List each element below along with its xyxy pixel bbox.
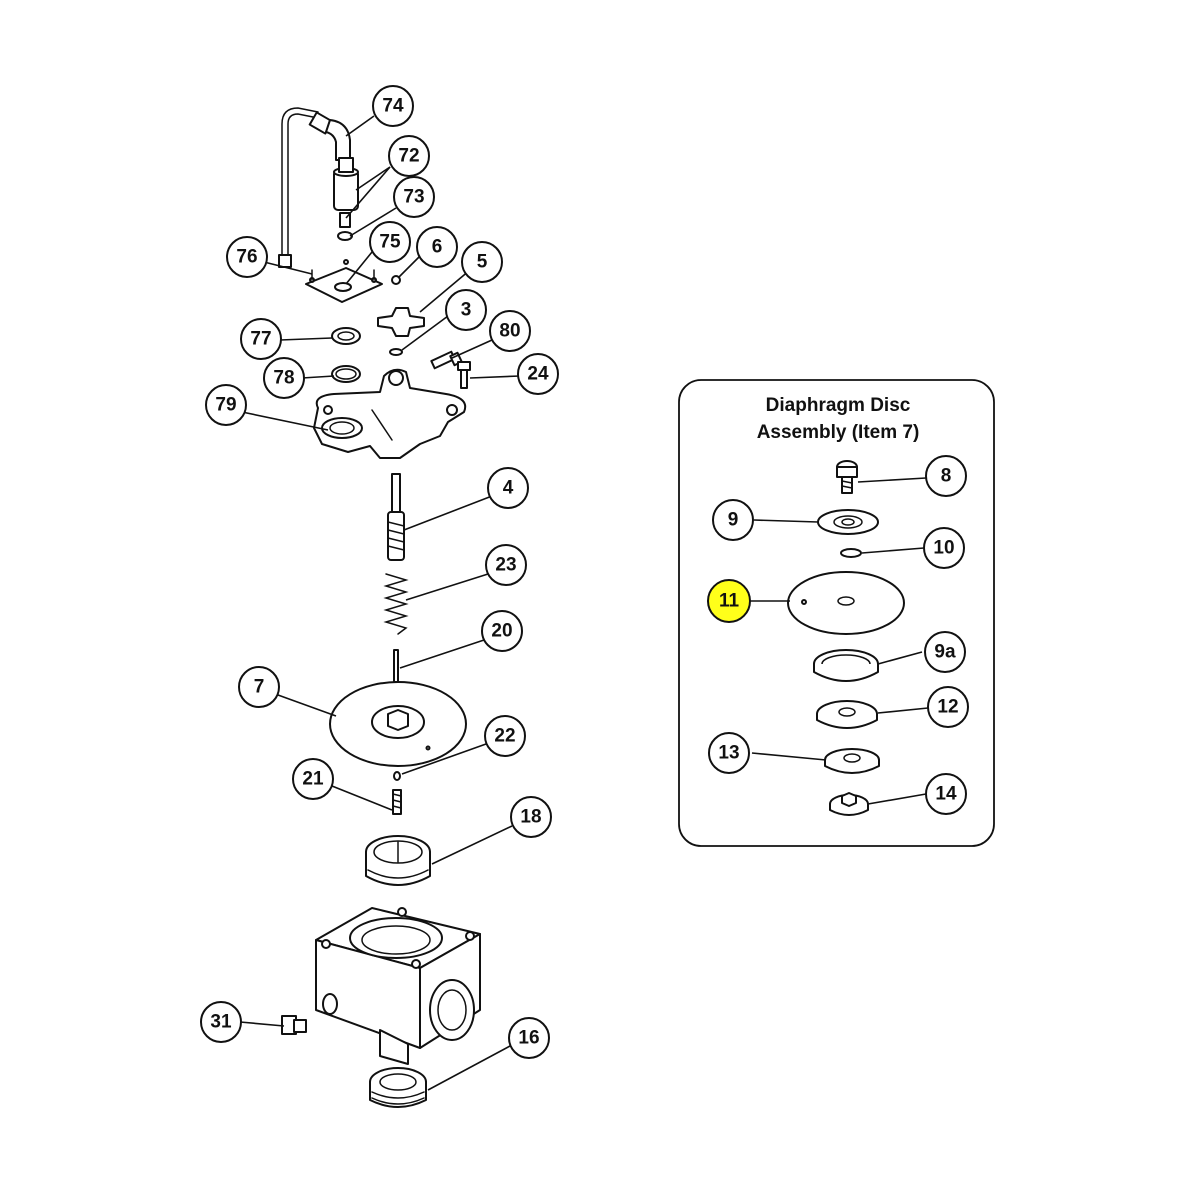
solenoid-body: [333, 157, 359, 241]
svg-text:9a: 9a: [934, 642, 956, 663]
callout-10: 10: [923, 527, 965, 569]
callout-4: 4: [487, 467, 529, 509]
svg-text:13: 13: [718, 743, 739, 764]
callout-76: 76: [226, 236, 268, 278]
svg-text:72: 72: [398, 146, 419, 167]
callout-72: 72: [388, 135, 430, 177]
svg-text:24: 24: [527, 364, 549, 385]
callout-75: 75: [369, 221, 411, 263]
svg-text:21: 21: [302, 769, 324, 790]
inset-retainer: [824, 748, 880, 774]
svg-text:22: 22: [494, 726, 515, 747]
callout-79: 79: [205, 384, 247, 426]
svg-text:80: 80: [499, 321, 520, 342]
svg-text:3: 3: [461, 300, 472, 321]
small-pins: [392, 771, 402, 815]
inset-panel: Diaphragm Disc Assembly (Item 7): [678, 379, 995, 847]
svg-text:6: 6: [432, 237, 443, 258]
callout-3: 3: [445, 289, 487, 331]
svg-text:79: 79: [215, 395, 236, 416]
pilot-rod: [393, 649, 399, 683]
svg-text:74: 74: [382, 96, 404, 117]
callout-16: 16: [508, 1017, 550, 1059]
valve-bonnet: [313, 368, 467, 459]
svg-text:18: 18: [520, 807, 541, 828]
callout-23: 23: [485, 544, 527, 586]
valve-body: [315, 907, 481, 1065]
main-diaphragm: [329, 681, 467, 767]
svg-text:23: 23: [495, 555, 516, 576]
tube-assembly: [278, 107, 351, 268]
callout-9: 9: [712, 499, 754, 541]
svg-text:78: 78: [273, 368, 294, 389]
inset-o-ring: [840, 548, 862, 558]
callout-8: 8: [925, 455, 967, 497]
svg-text:9: 9: [728, 510, 739, 531]
callout-80: 80: [489, 310, 531, 352]
callout-73: 73: [393, 176, 435, 218]
inset-disc: [816, 700, 878, 729]
svg-text:16: 16: [518, 1028, 539, 1049]
svg-text:10: 10: [933, 538, 954, 559]
svg-text:12: 12: [937, 697, 958, 718]
callout-74: 74: [372, 85, 414, 127]
svg-text:75: 75: [379, 232, 401, 253]
svg-text:31: 31: [210, 1012, 232, 1033]
callout-11-highlighted: 11: [707, 579, 751, 623]
callout-13: 13: [708, 732, 750, 774]
elbow-fitting: [281, 1015, 307, 1035]
inset-screw: [836, 460, 858, 494]
svg-text:73: 73: [403, 187, 424, 208]
callout-77: 77: [240, 318, 282, 360]
svg-text:76: 76: [236, 247, 257, 268]
svg-text:11: 11: [719, 591, 740, 612]
callout-21: 21: [292, 758, 334, 800]
end-connector: [369, 1067, 427, 1108]
svg-text:7: 7: [254, 677, 265, 698]
svg-text:14: 14: [935, 784, 957, 805]
callout-22: 22: [484, 715, 526, 757]
inset-title-line1: Diaphragm Disc: [766, 395, 911, 416]
callout-9a: 9a: [924, 631, 966, 673]
inset-ring: [813, 649, 879, 682]
callout-12: 12: [927, 686, 969, 728]
valve-stem: [387, 473, 405, 561]
screws: [430, 350, 471, 389]
svg-text:77: 77: [250, 329, 271, 350]
cover-plate: [305, 259, 401, 303]
callout-24: 24: [517, 353, 559, 395]
callout-18: 18: [510, 796, 552, 838]
inset-washer: [817, 509, 879, 535]
callout-6: 6: [416, 226, 458, 268]
svg-text:8: 8: [941, 466, 952, 487]
leader-lines: [239, 115, 929, 1091]
callout-78: 78: [263, 357, 305, 399]
callout-31: 31: [200, 1001, 242, 1043]
inset-diaphragm: [787, 571, 905, 635]
svg-text:20: 20: [491, 621, 512, 642]
callout-7: 7: [238, 666, 280, 708]
valve-seat: [365, 835, 431, 886]
bushings: [331, 327, 361, 383]
callout-20: 20: [481, 610, 523, 652]
svg-text:4: 4: [503, 478, 514, 499]
callout-5: 5: [461, 241, 503, 283]
inset-title-line2: Assembly (Item 7): [757, 422, 920, 443]
inset-nut: [829, 792, 869, 816]
callout-14: 14: [925, 773, 967, 815]
svg-text:5: 5: [477, 252, 488, 273]
spring: [383, 573, 409, 635]
cross-stop: [377, 307, 425, 356]
